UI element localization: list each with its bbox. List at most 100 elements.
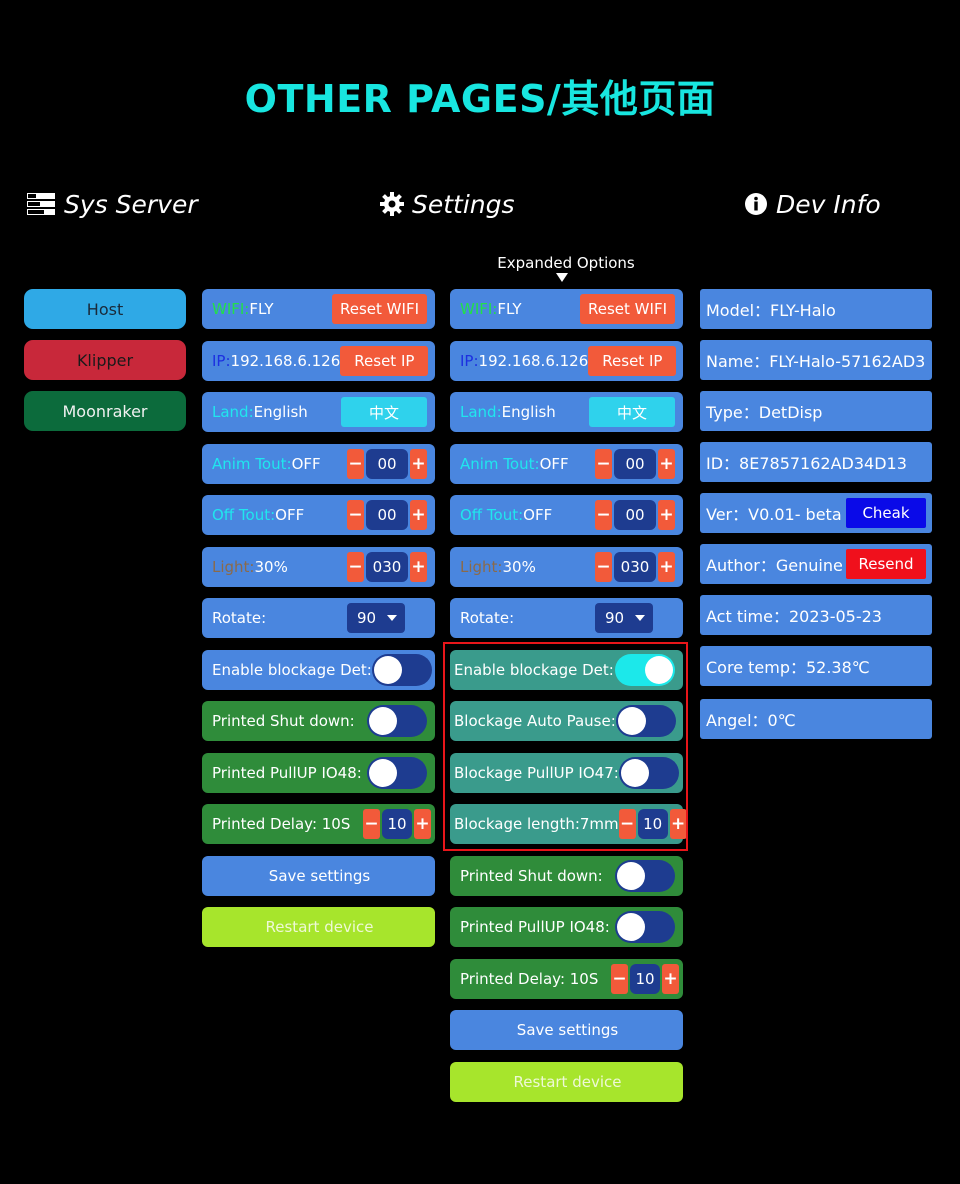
type-row: Type：DetDisp xyxy=(700,391,932,431)
delay-value-field[interactable]: 10 xyxy=(382,809,412,839)
delay-minus-button[interactable]: − xyxy=(363,809,380,839)
off-minus-button[interactable]: − xyxy=(347,500,364,530)
klipper-button[interactable]: Klipper xyxy=(24,340,186,380)
printed-pullup-toggle[interactable] xyxy=(615,911,675,943)
wifi-row: WIFI:FLY Reset WIFI xyxy=(202,289,435,329)
light-plus-button[interactable]: + xyxy=(410,551,427,582)
light-minus-button[interactable]: − xyxy=(347,551,364,582)
blockage-auto-pause-toggle[interactable] xyxy=(615,705,676,737)
printed-pullup-row: Printed PullUP IO48: xyxy=(202,752,435,793)
blockage-length-minus-button[interactable]: − xyxy=(618,809,636,839)
anim-minus-button[interactable]: − xyxy=(595,448,612,479)
restart-device-button[interactable]: Restart device xyxy=(450,1061,683,1102)
anim-tout-key: Anim Tout: xyxy=(212,454,292,473)
anim-tout-row: Anim Tout: OFF −00+ xyxy=(450,443,683,484)
off-plus-button[interactable]: + xyxy=(410,500,427,530)
printed-delay-label: Printed Delay: 10S xyxy=(212,815,351,833)
light-plus-button[interactable]: + xyxy=(658,551,675,582)
anim-tout-key: Anim Tout: xyxy=(460,454,540,473)
blockage-det-toggle[interactable] xyxy=(615,653,675,686)
delay-plus-button[interactable]: + xyxy=(414,809,431,839)
ip-value: 192.168.6.126 xyxy=(478,351,589,370)
rotate-select[interactable]: 90 xyxy=(595,603,653,633)
off-tout-value: OFF xyxy=(523,506,553,524)
wifi-value: FLY xyxy=(497,300,522,318)
author-text: Author：Genuine xyxy=(706,556,843,575)
off-tout-value: OFF xyxy=(275,506,305,524)
chinese-language-button[interactable]: 中文 xyxy=(341,397,427,427)
reset-ip-button[interactable]: Reset IP xyxy=(588,345,677,376)
printed-shutdown-toggle[interactable] xyxy=(615,859,675,892)
settings-header: Settings xyxy=(380,184,515,224)
cheak-button[interactable]: Cheak xyxy=(846,498,926,528)
light-value-field[interactable]: 030 xyxy=(366,551,408,582)
land-key: Land: xyxy=(460,403,502,421)
core-temp-row: Core temp：52.38℃ xyxy=(700,646,932,686)
off-minus-button[interactable]: − xyxy=(595,500,612,530)
printed-shutdown-toggle[interactable] xyxy=(367,705,427,737)
ip-key: IP: xyxy=(212,351,231,370)
settings-column-2: WIFI:FLY Reset WIFI IP:192.168.6.126 Res… xyxy=(450,289,687,1113)
reset-wifi-button[interactable]: Reset WIFI xyxy=(580,294,675,324)
blockage-pullup-toggle[interactable] xyxy=(618,756,679,789)
restart-device-button[interactable]: Restart device xyxy=(202,907,435,947)
rotate-row: Rotate: 90 xyxy=(450,598,683,638)
chinese-language-button[interactable]: 中文 xyxy=(589,397,675,427)
land-value: English xyxy=(501,403,556,421)
resend-button[interactable]: Resend xyxy=(846,549,926,579)
anim-value-field[interactable]: 00 xyxy=(366,448,408,479)
blockage-det-toggle[interactable] xyxy=(371,653,432,686)
reset-ip-button[interactable]: Reset IP xyxy=(340,345,429,376)
off-plus-button[interactable]: + xyxy=(658,500,675,530)
light-minus-button[interactable]: − xyxy=(595,551,612,582)
printed-pullup-label: Printed PullUP IO48: xyxy=(212,763,362,782)
toggle-knob xyxy=(645,655,673,684)
wifi-key: WIFI: xyxy=(460,300,498,318)
light-row: Light: 30% −030+ xyxy=(202,546,435,587)
printed-shutdown-row: Printed Shut down: xyxy=(450,855,683,896)
delay-plus-button[interactable]: + xyxy=(662,963,679,994)
settings-column-1: WIFI:FLY Reset WIFI IP:192.168.6.126 Res… xyxy=(202,289,435,959)
delay-value-field[interactable]: 10 xyxy=(630,963,660,994)
printed-pullup-label: Printed PullUP IO48: xyxy=(460,918,610,936)
angle-row: Angel：0℃ xyxy=(700,699,932,739)
sys-server-column: Host Klipper Moonraker xyxy=(24,289,186,442)
anim-minus-button[interactable]: − xyxy=(347,448,364,479)
ip-value: 192.168.6.126 xyxy=(230,351,341,370)
printed-pullup-toggle[interactable] xyxy=(367,756,427,789)
dev-info-header: Dev Info xyxy=(744,184,881,224)
off-value-field[interactable]: 00 xyxy=(366,500,408,530)
blockage-length-value-field[interactable]: 10 xyxy=(637,809,668,839)
save-settings-button[interactable]: Save settings xyxy=(450,1010,683,1050)
delay-minus-button[interactable]: − xyxy=(611,963,628,994)
light-value-field[interactable]: 030 xyxy=(614,551,656,582)
chevron-down-icon xyxy=(635,615,645,621)
expanded-options-label: Expanded Options xyxy=(497,254,635,272)
anim-tout-row: Anim Tout: OFF −00+ xyxy=(202,443,435,484)
toggle-knob xyxy=(617,861,645,890)
wifi-value: FLY xyxy=(249,300,274,318)
save-settings-button[interactable]: Save settings xyxy=(202,855,435,896)
anim-plus-button[interactable]: + xyxy=(658,448,675,479)
rotate-select[interactable]: 90 xyxy=(347,603,405,633)
off-value-field[interactable]: 00 xyxy=(614,500,656,530)
blockage-length-plus-button[interactable]: + xyxy=(669,809,687,839)
reset-wifi-button[interactable]: Reset WIFI xyxy=(332,294,427,324)
core-temp-text: Core temp：52.38℃ xyxy=(706,658,870,677)
rotate-value: 90 xyxy=(357,609,377,627)
name-text: Name：FLY-Halo-57162AD3 xyxy=(706,352,926,371)
printed-pullup-row: Printed PullUP IO48: xyxy=(450,907,683,947)
server-icon xyxy=(27,193,55,215)
blockage-pullup-row: Blockage PullUP IO47: xyxy=(450,752,683,793)
dev-info-title: Dev Info xyxy=(776,189,881,219)
ver-row: Ver：V0.01- beta Cheak xyxy=(700,493,932,533)
blockage-det-label: Enable blockage Det: xyxy=(212,660,372,679)
moonraker-button[interactable]: Moonraker xyxy=(24,391,186,431)
anim-plus-button[interactable]: + xyxy=(410,448,427,479)
ver-text: Ver：V0.01- beta xyxy=(706,505,842,524)
host-button[interactable]: Host xyxy=(24,289,186,329)
light-value: 30% xyxy=(502,557,536,576)
anim-value-field[interactable]: 00 xyxy=(614,448,656,479)
light-row: Light: 30% −030+ xyxy=(450,546,683,587)
blockage-det-row: Enable blockage Det: xyxy=(202,649,435,690)
